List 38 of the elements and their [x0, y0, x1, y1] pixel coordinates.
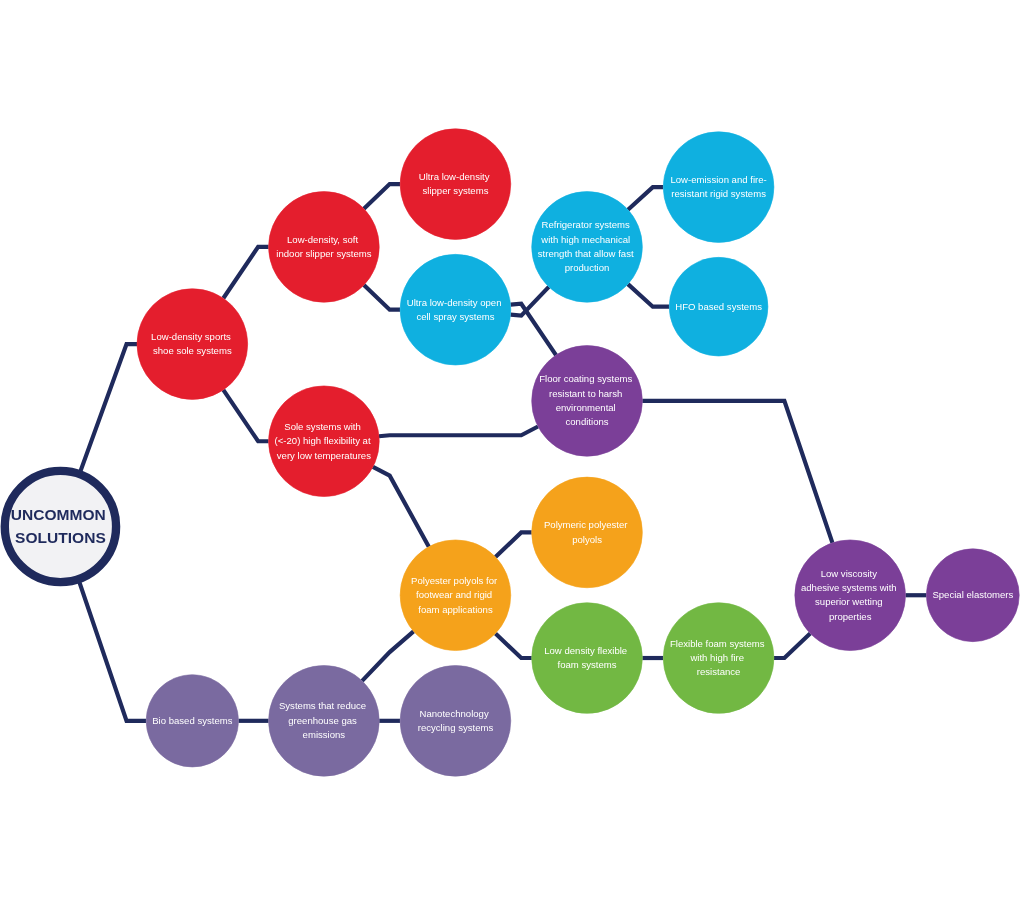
node-circle: Ultra low-density slipper systems — [399, 128, 512, 240]
connector — [221, 244, 269, 300]
node-circle: Low-density, soft indoor slipper systems — [268, 191, 380, 303]
node-circle: Sole systems with (<-20) high flexibility at very low temperatures — [268, 385, 380, 497]
node-circle: Low-emission and fire-resistant rigid systems — [663, 131, 775, 243]
node-circle: HFO based systems — [669, 257, 769, 357]
connector — [371, 465, 431, 548]
connector — [221, 388, 269, 444]
connector — [510, 285, 551, 318]
node-circle: Flexible foam systems with high fire resistance — [663, 602, 775, 714]
node-circle: Polyester polyols for footwear and rigid foam applications — [399, 539, 512, 651]
connector — [626, 185, 664, 212]
connector — [379, 718, 401, 723]
connector — [362, 182, 401, 211]
connector — [360, 629, 415, 683]
connector — [773, 631, 812, 661]
node-circle: Nanotechnology recycling systems — [399, 665, 512, 777]
node-circle: UNCOMMON SOLUTIONS — [0, 466, 121, 587]
node-circle: Floor coating systems resistant to harsh environmental conditions — [531, 345, 643, 457]
connector — [378, 424, 539, 439]
node-circle: Low viscosity adhesive systems with superior wetting properties — [794, 539, 906, 651]
connector — [494, 530, 532, 559]
connector — [905, 593, 927, 598]
node-circle: Bio based systems — [145, 674, 239, 768]
node-circle: Low-density sports shoe sole systems — [136, 288, 248, 400]
connector — [238, 718, 269, 723]
connector — [510, 301, 558, 357]
connector — [494, 631, 532, 661]
connector — [362, 283, 401, 312]
node-circle: Systems that reduce greenhouse gas emissions — [268, 665, 380, 777]
connector — [642, 655, 664, 661]
node-circle: Polymeric polyester polyols — [531, 476, 643, 589]
node-circle: Low density flexible foam systems — [531, 602, 643, 714]
connector — [642, 398, 835, 544]
node-circle: Special elastomers — [926, 548, 1020, 642]
node-circle: Ultra low-density open cell spray systems — [399, 254, 512, 366]
node-circle: Refrigerator systems with high mechanical strength that allow fast production — [531, 191, 643, 303]
connector — [626, 282, 670, 309]
